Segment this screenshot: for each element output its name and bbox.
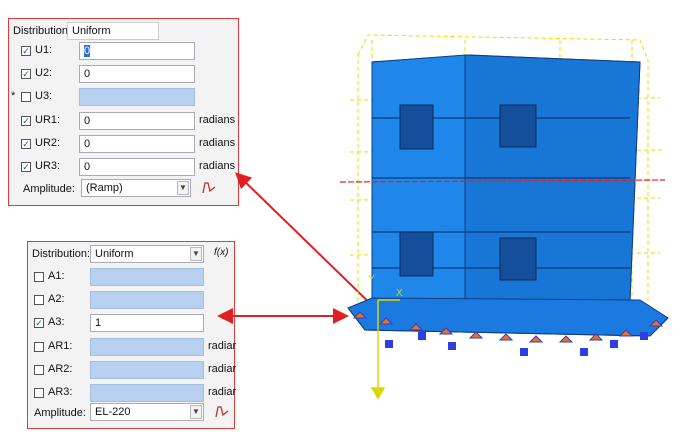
dof-checkbox[interactable] [34,364,44,375]
dof-checkbox[interactable] [34,341,44,352]
dof-label: A1: [48,270,65,282]
dof-unit: radiar [208,362,237,375]
dof-value: 1 [95,317,102,330]
dof-value-input[interactable]: 1 [90,314,204,333]
dof-row: ✓ UR2: 0 radians [9,134,238,154]
dof-checkbox[interactable]: ✓ [21,69,31,80]
dof-label: AR1: [48,339,73,352]
distribution-label: Distribution: [13,25,72,37]
dof-value: 0 [84,137,91,150]
dof-row: A2: [28,290,234,310]
dof-value-input[interactable]: 0 [79,42,195,60]
dof-row: AR3: radiar [28,383,237,403]
dof-row: U3: [9,87,238,107]
dof-value-input [90,384,204,402]
dof-value-input[interactable]: 0 [79,65,195,84]
dof-checkbox[interactable] [34,272,44,282]
building-model [347,54,669,337]
amplitude-value: (Ramp) [86,182,123,194]
dof-row: ✓ U2: 0 [9,64,238,84]
distribution-value: Uniform [95,248,134,260]
dof-value: 0 [84,114,91,127]
dof-label: U2: [35,67,53,80]
amplitude-label: Amplitude: [23,183,75,195]
dof-value-input[interactable]: 0 [79,134,195,153]
dof-checkbox[interactable]: ✓ [21,46,31,56]
dof-label: AR2: [48,362,73,375]
dof-value-input [90,268,204,286]
dof-checkbox[interactable] [34,388,44,398]
amplitude-plot-icon[interactable] [214,403,230,422]
chevron-down-icon[interactable]: ▼ [190,247,202,261]
dof-checkbox[interactable]: ✓ [21,138,31,149]
dof-unit: radians [199,136,236,149]
dof-value-input[interactable]: 0 [79,158,195,176]
axis-triad: X Y [368,274,403,400]
distribution-label: Distribution: [32,248,91,260]
dof-value-input [90,337,204,356]
dof-row: ✓ U1: 0 [9,41,238,61]
distribution-value-field[interactable]: Uniform [67,22,159,40]
amplitude-dropdown[interactable]: (Ramp) ▼ [81,179,191,197]
dof-label: UR1: [35,113,61,126]
dof-checkbox[interactable]: ✓ [21,115,31,126]
load-panel: Distribution: Uniform ▼ f(x) A1: A2: ✓ A3: 1… [27,241,237,429]
dof-value: 0 [84,161,91,173]
dof-label: U1: [35,44,53,56]
chevron-down-icon[interactable]: ▼ [177,181,189,195]
fx-button[interactable]: f(x) [214,247,229,258]
dof-unit: radiar [208,339,237,352]
dof-row: ✓ A3: 1 [28,313,234,333]
dof-value-input [90,360,204,379]
dof-checkbox[interactable] [21,92,31,103]
amplitude-value: EL-220 [95,406,131,418]
dof-value-input [79,88,195,107]
chevron-down-icon[interactable]: ▼ [190,405,202,419]
dof-row: A1: [28,267,234,287]
dof-label: U3: [35,90,53,103]
dof-unit: radiar [208,386,237,398]
dof-label: A3: [48,316,65,329]
axis-label-y: Y [368,274,375,285]
dof-label: AR3: [48,386,73,398]
dof-row: ✓ UR1: 0 radians [9,111,238,131]
dof-checkbox[interactable] [34,295,44,306]
amplitude-label: Amplitude: [34,407,86,419]
dof-unit: radians [199,160,236,172]
amplitude-dropdown[interactable]: EL-220 ▼ [90,403,204,421]
dof-label: UR3: [35,160,61,172]
red-section-line [339,179,666,183]
dof-label: A2: [48,293,65,306]
dof-label: UR2: [35,136,61,149]
dof-value: 0 [84,68,91,81]
boundary-markers [352,311,664,356]
dof-row: AR1: radiar [28,337,237,357]
required-asterisk: * [11,90,16,103]
axis-label-x: X [396,288,403,299]
amplitude-plot-icon[interactable] [201,179,217,198]
dof-value-input [90,291,204,310]
distribution-dropdown[interactable]: Uniform ▼ [90,245,204,263]
dof-value: 0 [84,45,91,57]
dof-checkbox[interactable]: ✓ [21,162,31,172]
dof-row: AR2: radiar [28,360,237,380]
dof-unit: radians [199,113,236,126]
dof-row: ✓ UR3: 0 radians [9,157,238,177]
dof-checkbox[interactable]: ✓ [34,318,44,329]
dof-value-input[interactable]: 0 [79,111,195,130]
